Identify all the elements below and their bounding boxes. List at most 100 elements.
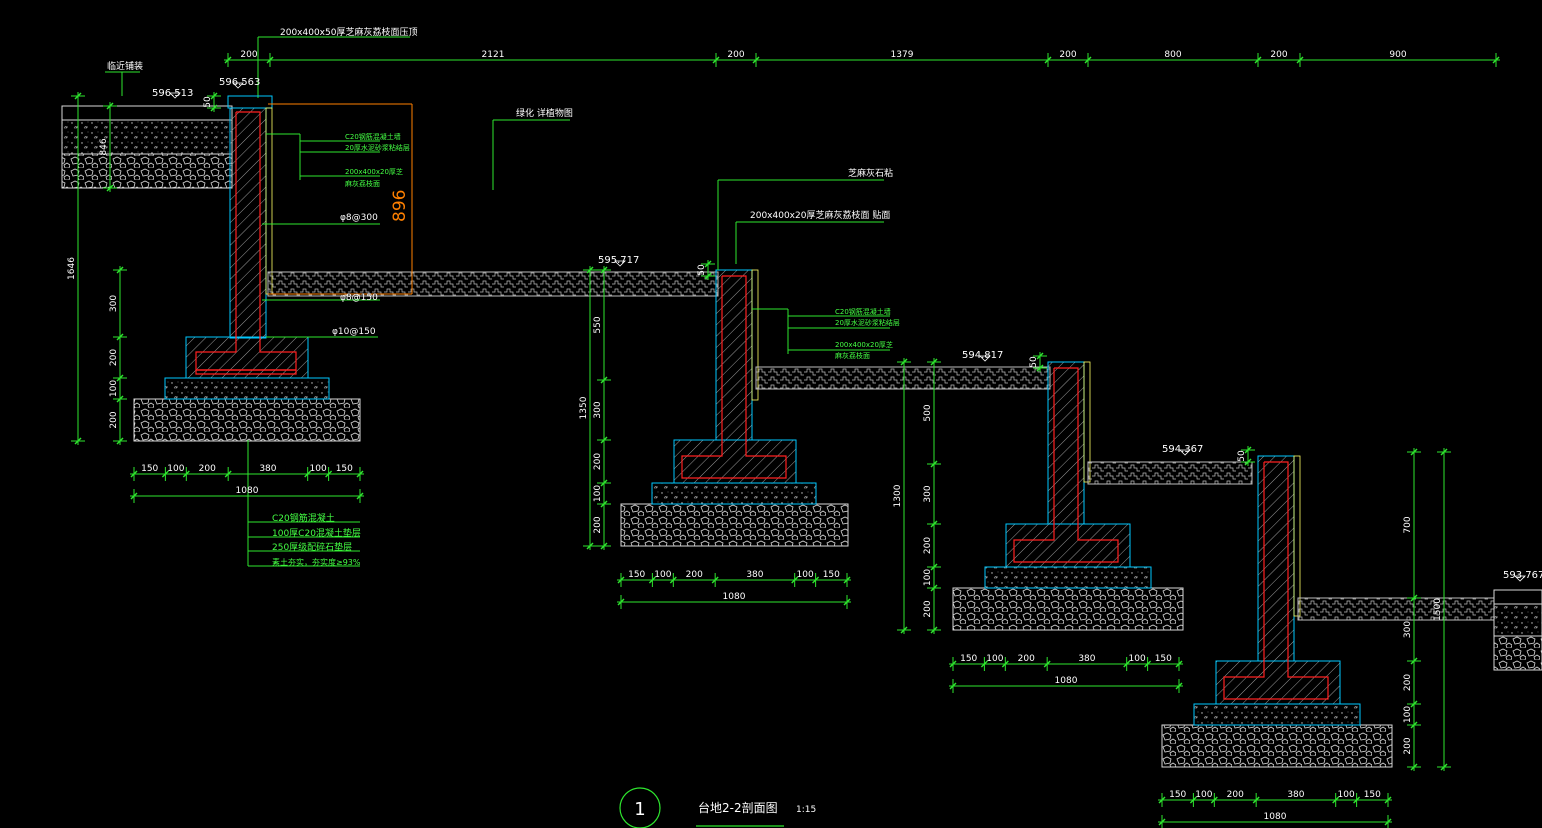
title-circle <box>619 787 661 828</box>
wall4-parts-label-2: 200 <box>1403 674 1413 691</box>
wall4-base-label-5: 150 <box>1364 790 1381 800</box>
wall2-parts-label-1: 300 <box>593 401 603 418</box>
lower-paving <box>1493 589 1542 671</box>
wall1-lower-label-0: 300 <box>109 295 119 312</box>
wall3-base-label-4: 100 <box>1129 654 1146 664</box>
dimension-lines: 150 100 200 380 100 150 1080 150 100 200 380 100 150… <box>67 92 1451 828</box>
wall4-overall: 1500 <box>1433 448 1451 771</box>
wall3-parts-label-4: 200 <box>923 600 933 617</box>
top-dim-label-5: 800 <box>1164 50 1181 60</box>
wall3-base-label-2: 200 <box>1018 654 1035 664</box>
level-594817: 594.817 <box>962 350 1003 361</box>
wall2-overall: 1350 <box>579 266 597 550</box>
foundation-note-3: 素土夯实，夯实度≥93% <box>272 557 361 567</box>
top-dim-label-1: 2121 <box>482 50 505 60</box>
top-dim-label-6: 200 <box>1270 50 1287 60</box>
wall3-base-label-0: 150 <box>960 654 977 664</box>
level-593767: 593.767 <box>1503 570 1542 581</box>
wall1-lower-label-1: 200 <box>109 349 119 366</box>
wall2-note-top-1: 200x400x20厚芝麻灰荔枝面 贴面 <box>750 209 890 221</box>
wall3-parts-label-1: 300 <box>923 485 933 502</box>
wall3-parts-label-3: 100 <box>923 569 933 586</box>
wall2-total: 1080 <box>617 592 851 609</box>
wall2-base-label-2: 200 <box>686 570 703 580</box>
wall4-overall-label-0: 1500 <box>1433 598 1443 621</box>
greening-label: 绿化 详植物图 <box>516 107 573 119</box>
wall4-base-label-3: 380 <box>1287 790 1304 800</box>
wall1-base-label-2: 200 <box>199 464 216 474</box>
wall1-total: 1080 <box>130 486 364 503</box>
wall4-total-label-0: 1080 <box>1264 812 1287 822</box>
drawing-title: 1 台地2-2剖面图 1:15 <box>619 787 816 828</box>
wall2-base-label-1: 100 <box>654 570 671 580</box>
wall1-base-label-1: 100 <box>167 464 184 474</box>
lower-planting <box>1297 597 1495 621</box>
wall2-cap: 50 <box>697 260 715 280</box>
wall3-base-label-1: 100 <box>986 654 1003 664</box>
level-marks: 596.513 596.563 595.717 594.817 594.367 … <box>152 77 1542 582</box>
wall1-paving: 846 <box>99 102 117 192</box>
wall2-note-1: 20厚水泥砂浆粘结层 <box>835 318 900 327</box>
middle-planting-3 <box>1087 461 1253 485</box>
level-596513: 596.513 <box>152 88 193 99</box>
wall3-cap: 50 <box>1029 352 1047 372</box>
wall1-paving-label-0: 846 <box>99 138 109 155</box>
wall1-base-label-3: 380 <box>259 464 276 474</box>
wall4-cap: 50 <box>1237 446 1255 466</box>
wall2-base-label-4: 100 <box>797 570 814 580</box>
wall3-total: 1080 <box>949 676 1183 693</box>
wall2-total-label-0: 1080 <box>723 592 746 602</box>
wall1-note-3: 麻灰荔枝面 <box>345 179 380 188</box>
wall4-cap-label-0: 50 <box>1237 450 1247 462</box>
foundation-note-1: 100厚C20混凝土垫层 <box>272 527 361 539</box>
greening-callout: 绿化 详植物图 <box>492 107 573 190</box>
retaining-wall-4 <box>1161 455 1393 768</box>
wall3-overall: 1300 <box>893 358 911 634</box>
wall2-note-2: 200x400x20厚芝 <box>835 340 893 349</box>
wall4-total: 1080 <box>1158 812 1392 828</box>
wall2-parts-label-2: 200 <box>593 453 603 470</box>
wall1-overall-label-0: 1646 <box>67 257 77 280</box>
paving-label: 临近铺装 <box>107 60 143 72</box>
wall2-parts-label-3: 100 <box>593 485 603 502</box>
wall1-note-0: C20钢筋混凝土墙 <box>345 132 401 141</box>
wall1-rebar-1: φ8@150 <box>340 293 378 303</box>
wall1-cap: 50 <box>203 92 221 112</box>
retaining-wall-2 <box>620 269 849 547</box>
wall4-parts-label-3: 100 <box>1403 706 1413 723</box>
wall1-lower-label-3: 200 <box>109 411 119 428</box>
top-dim-label-7: 900 <box>1389 50 1406 60</box>
wall2-parts-label-4: 200 <box>593 516 603 533</box>
top-note: 200x400x50厚芝麻灰荔枝面压顶 <box>257 26 417 98</box>
top-dim-label-2: 200 <box>727 50 744 60</box>
wall2-note-top-0: 芝麻灰石粘 <box>848 167 893 179</box>
wall2-note-3: 麻灰荔枝面 <box>835 351 870 360</box>
wall1-lower-label-2: 100 <box>109 380 119 397</box>
wall1-rebar-0: φ8@300 <box>340 213 378 223</box>
foundation-callouts: C20钢筋混凝土 100厚C20混凝土垫层 250厚级配碎石垫层 素土夯实，夯实… <box>247 440 361 567</box>
wall4-base-label-4: 100 <box>1338 790 1355 800</box>
wall2-cap-label-0: 50 <box>697 264 707 276</box>
foundation-note-0: C20钢筋混凝土 <box>272 512 335 524</box>
wall1-callouts: C20钢筋混凝土墙 20厚水泥砂浆粘结层 200x400x20厚芝 麻灰荔枝面 … <box>262 132 410 338</box>
wall1-overall: 1646 <box>67 92 85 445</box>
top-dim-label-0: 200 <box>240 50 257 60</box>
wall1-lower: 300 200 100 200 <box>109 266 127 445</box>
wall3-parts-label-0: 500 <box>923 404 933 421</box>
wall3-base-label-5: 150 <box>1155 654 1172 664</box>
wall2-callouts: 芝麻灰石粘 200x400x20厚芝麻灰荔枝面 贴面 C20钢筋混凝土墙 20厚… <box>717 167 900 360</box>
height-896-label: 896 <box>390 190 410 222</box>
wall1-cap-label-0: 50 <box>203 96 213 108</box>
title-scale: 1:15 <box>796 805 816 815</box>
level-595717: 595.717 <box>598 255 639 266</box>
wall4-parts-label-4: 200 <box>1403 737 1413 754</box>
title-text: 台地2-2剖面图 <box>698 800 778 815</box>
wall2-overall-label-0: 1350 <box>579 396 589 419</box>
wall1-total-label-0: 1080 <box>236 486 259 496</box>
